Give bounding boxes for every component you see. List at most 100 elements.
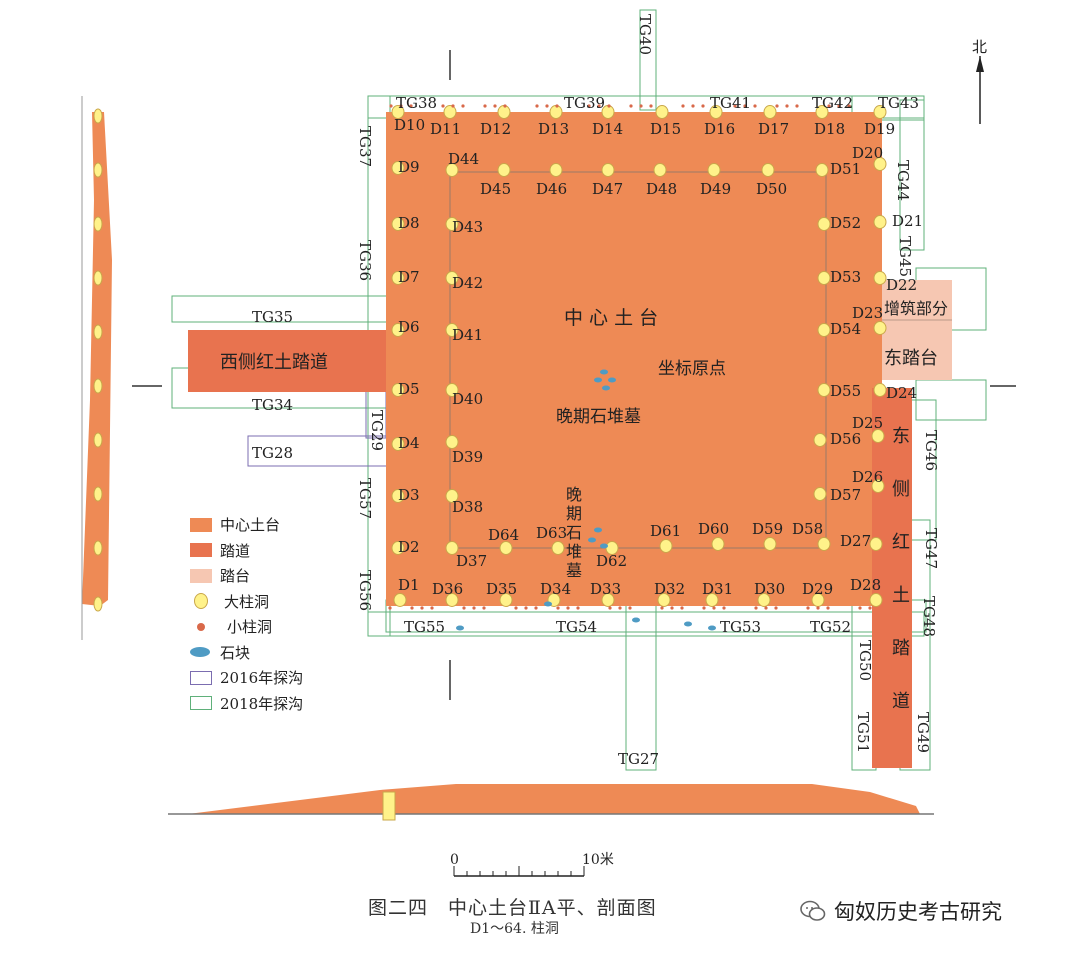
trench-label-tg36: TG36	[356, 240, 374, 281]
trench-label-tg53: TG53	[720, 618, 761, 636]
posthole-label-d41: D41	[452, 326, 483, 344]
large-posthole	[391, 161, 405, 175]
posthole-label-d54: D54	[830, 320, 861, 338]
posthole-label-d38: D38	[452, 498, 483, 516]
small-posthole	[410, 606, 414, 610]
trench-label-tg51: TG51	[854, 712, 872, 753]
legend-swatch-platform	[190, 517, 212, 532]
large-posthole	[763, 105, 777, 119]
small-posthole	[785, 104, 789, 108]
large-posthole	[873, 157, 887, 171]
small-posthole	[441, 104, 445, 108]
large-posthole	[445, 323, 459, 337]
trench-label-tg41: TG41	[710, 94, 751, 112]
large-posthole	[817, 383, 831, 397]
small-posthole	[514, 606, 518, 610]
legend: 中心土台 踏道 踏台 大柱洞 小柱洞 石块 2016年探沟 2018年探沟	[190, 512, 303, 716]
trench-2018-outline	[625, 589, 657, 771]
legend-item-platform: 中心土台	[190, 512, 303, 538]
large-posthole	[549, 105, 563, 119]
posthole-label-d14: D14	[592, 120, 623, 138]
stone	[632, 617, 640, 623]
small-posthole	[649, 104, 653, 108]
posthole-label-d32: D32	[654, 580, 685, 598]
small-posthole	[472, 606, 476, 610]
stone	[600, 369, 608, 375]
posthole-label-d23: D23	[852, 304, 883, 322]
trench-label-tg28: TG28	[252, 444, 293, 462]
posthole-label-d42: D42	[452, 274, 483, 292]
legend-swatch-trench-2016	[190, 670, 212, 685]
small-posthole	[493, 104, 497, 108]
legend-item-road: 踏道	[190, 538, 303, 564]
large-posthole	[445, 217, 459, 231]
posthole-label-d15: D15	[650, 120, 681, 138]
large-posthole	[705, 593, 719, 607]
large-posthole	[873, 215, 887, 229]
small-posthole	[555, 104, 559, 108]
legend-item-large-posthole: 大柱洞	[190, 589, 303, 615]
large-posthole	[871, 429, 885, 443]
section-posthole	[93, 108, 103, 124]
section-posthole	[93, 162, 103, 178]
east-terrace-label: 东踏台	[884, 348, 938, 369]
small-posthole	[733, 104, 737, 108]
trench-label-tg54: TG54	[556, 618, 597, 636]
large-posthole	[761, 163, 775, 177]
small-posthole	[743, 104, 747, 108]
large-posthole	[391, 541, 405, 555]
posthole-label-d51: D51	[830, 160, 861, 178]
posthole-label-d62: D62	[596, 552, 627, 570]
trench-label-tg39: TG39	[564, 94, 605, 112]
legend-swatch-road	[190, 543, 212, 558]
large-posthole	[657, 593, 671, 607]
late-tomb2-char: 晚	[566, 485, 582, 504]
posthole-label-d52: D52	[830, 214, 861, 232]
small-posthole	[451, 104, 455, 108]
large-posthole	[445, 489, 459, 503]
legend-item-terrace: 踏台	[190, 563, 303, 589]
posthole-label-d27: D27	[840, 532, 871, 550]
late-tomb2-char: 堆	[566, 542, 582, 561]
posthole-label-d2: D2	[398, 538, 420, 556]
late-tomb2-char: 期	[566, 504, 582, 523]
small-posthole	[722, 606, 726, 610]
large-posthole	[497, 163, 511, 177]
trench-label-tg29: TG29	[368, 410, 386, 451]
section-posthole	[93, 596, 103, 612]
posthole-label-d3: D3	[398, 486, 420, 504]
large-posthole	[707, 163, 721, 177]
posthole-label-d31: D31	[702, 580, 733, 598]
large-posthole	[549, 163, 563, 177]
posthole-label-d7: D7	[398, 268, 420, 286]
posthole-label-d60: D60	[698, 520, 729, 538]
small-posthole	[774, 606, 778, 610]
posthole-label-d44: D44	[448, 150, 479, 168]
small-posthole	[503, 104, 507, 108]
large-posthole	[711, 537, 725, 551]
posthole-label-d13: D13	[538, 120, 569, 138]
small-posthole	[837, 104, 841, 108]
wechat-icon	[800, 900, 826, 921]
large-posthole	[551, 541, 565, 555]
small-posthole	[691, 104, 695, 108]
watermark-text: 匈奴历史考古研究	[834, 900, 1002, 924]
large-posthole	[813, 433, 827, 447]
trench-label-tg55: TG55	[404, 618, 445, 636]
large-posthole	[813, 487, 827, 501]
large-posthole	[499, 593, 513, 607]
addition-label: 增筑部分	[884, 299, 948, 318]
small-posthole	[827, 104, 831, 108]
large-posthole	[653, 163, 667, 177]
large-posthole	[445, 541, 459, 555]
small-posthole	[556, 606, 560, 610]
late-tomb2-char: 石	[566, 523, 582, 542]
trench-label-tg27: TG27	[618, 750, 659, 768]
stone	[594, 377, 602, 383]
figure-subcaption: D1～64. 柱洞	[470, 921, 559, 937]
small-posthole	[409, 104, 413, 108]
small-posthole	[587, 104, 591, 108]
small-posthole	[430, 606, 434, 610]
late-tomb-label: 晚期石堆墓	[556, 407, 641, 427]
large-posthole	[445, 271, 459, 285]
